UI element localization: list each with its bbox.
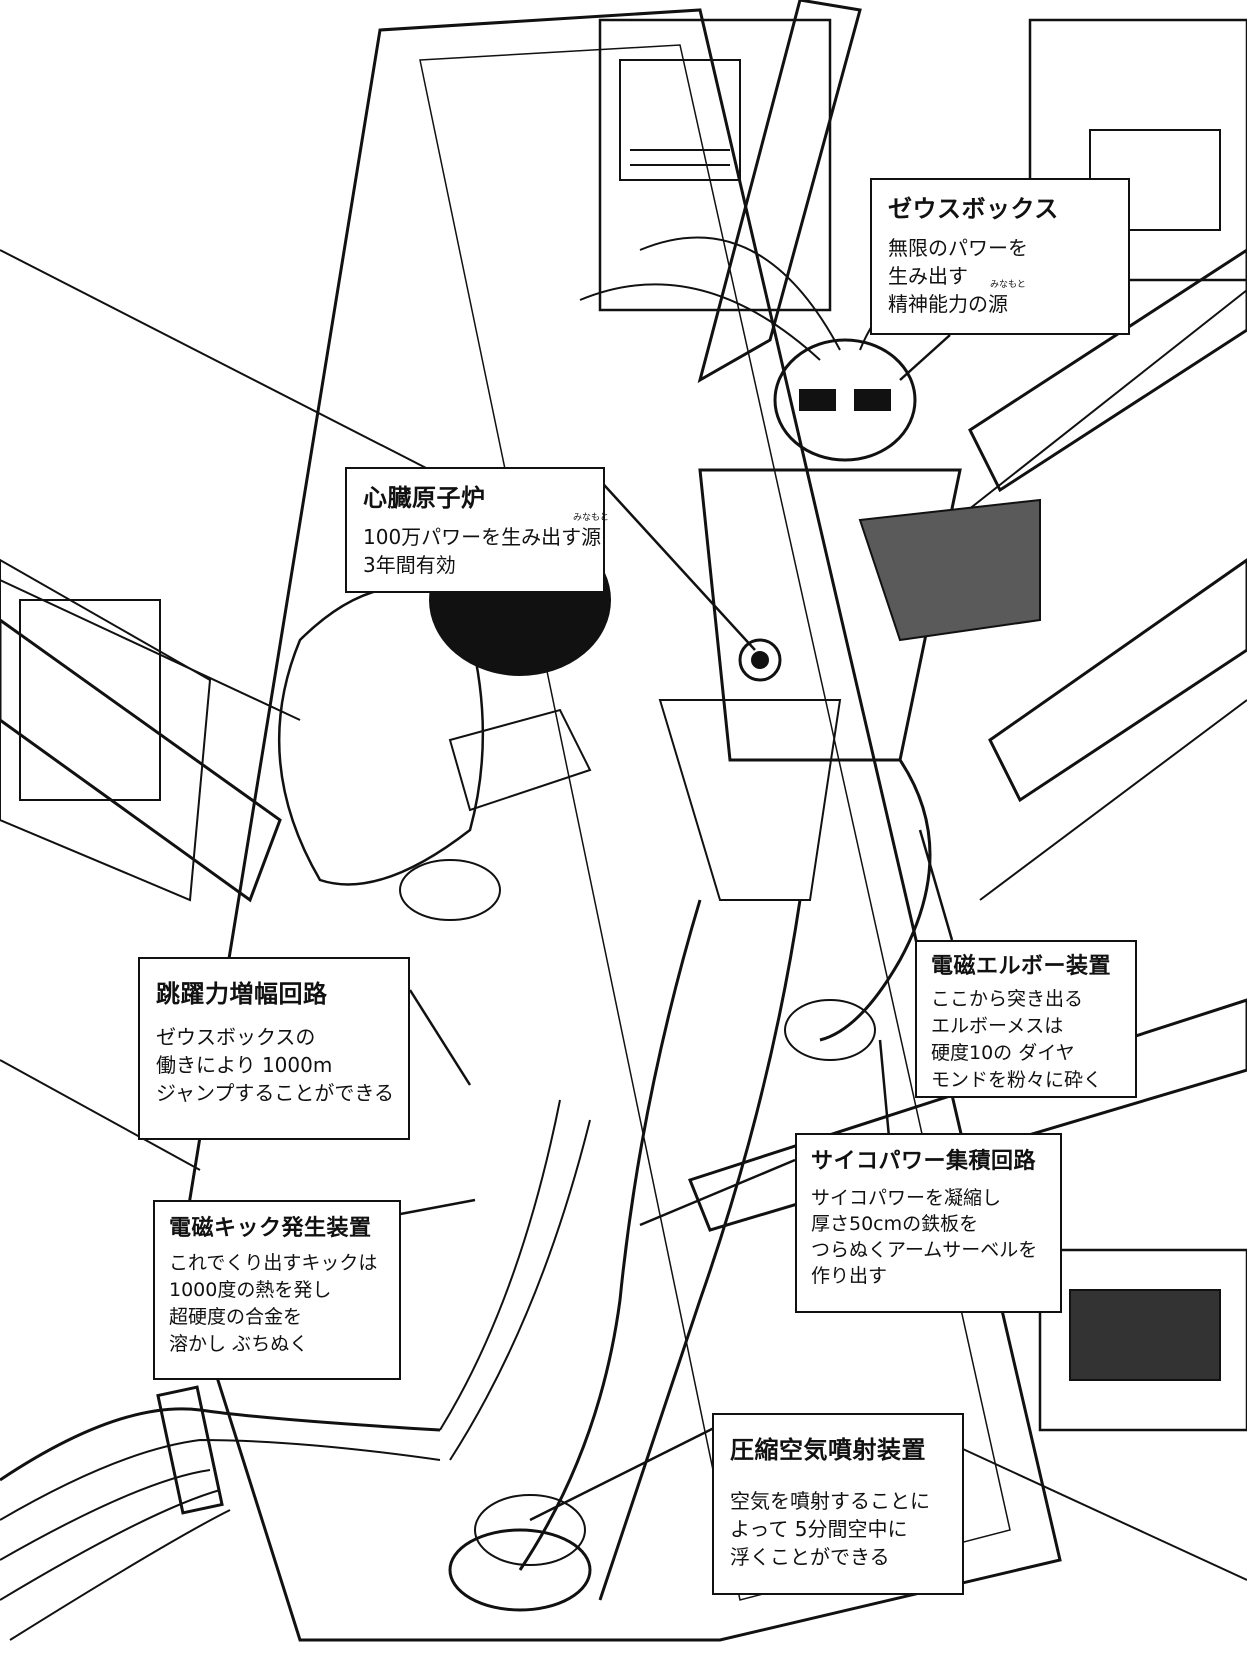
callout-line: 精神能力の源 [888,292,1008,316]
callout-line: 超硬度の合金を [169,1306,303,1328]
callout-line: 精神能力の源 みなもと [888,280,1112,318]
callout-line: ゼウスボックスの [156,1025,316,1049]
callout-line: 1000度の熱を発し [169,1279,332,1301]
callout-line: ジャンプすることができる [156,1081,394,1105]
callout-title: 心臓原子炉 [363,484,486,512]
callout-title: ゼウスボックス [888,195,1059,223]
callout-line: エルボーメスは [931,1015,1064,1037]
callout-title: 圧縮空気噴射装置 [730,1436,926,1464]
callout-psycho-power: サイコパワー集積回路 サイコパワーを凝縮し 厚さ50cmの鉄板を つらぬくアーム… [795,1133,1062,1313]
callout-em-elbow: 電磁エルボー装置 ここから突き出る エルボーメスは 硬度10の ダイヤ モンドを… [915,940,1137,1098]
callout-line: 空気を噴射することに [730,1489,930,1513]
callout-line: これでくり出すキックは [169,1252,378,1274]
callout-title: 電磁エルボー装置 [931,954,1112,979]
callout-heart-reactor: 心臓原子炉 100万パワーを生み出す源 みなもと 3年間有効 [345,467,609,593]
callout-line: よって 5分間空中に [730,1517,908,1541]
callout-line: 硬度10の ダイヤ [931,1042,1075,1064]
callout-line: 100万パワーを生み出す源 [363,525,602,549]
callout-line: サイコパワーを凝縮し [811,1187,1002,1209]
callout-line: 生み出す [888,264,968,288]
callout-line: 無限のパワーを [888,236,1028,260]
callout-jump-circuit: 跳躍力増幅回路 ゼウスボックスの 働きにより 1000m ジャンプすることができ… [138,957,410,1140]
furigana: みなもと [990,280,1026,290]
callout-line: 働きにより 1000m [156,1053,333,1077]
callout-zeus-box: ゼウスボックス 無限のパワーを 生み出す 精神能力の源 みなもと [870,178,1130,335]
callout-title: 電磁キック発生装置 [169,1216,372,1241]
callout-line: 3年間有効 [363,553,456,577]
callout-line: 厚さ50cmの鉄板を [811,1213,979,1235]
callout-line: 溶かし ぶちぬく [169,1333,309,1355]
callout-line: ここから突き出る [931,988,1084,1010]
callout-title: サイコパワー集積回路 [811,1149,1037,1174]
callout-line: つらぬくアームサーベルを [811,1239,1038,1261]
callout-line: モンドを粉々に砕く [931,1069,1103,1091]
callout-line: 作り出す [811,1265,888,1287]
callout-line: 浮くことができる [730,1545,890,1569]
callout-title: 跳躍力増幅回路 [156,980,328,1008]
callout-compressed-air: 圧縮空気噴射装置 空気を噴射することに よって 5分間空中に 浮くことができる [712,1413,964,1595]
furigana: みなもと [573,513,609,523]
callout-em-kick: 電磁キック発生装置 これでくり出すキックは 1000度の熱を発し 超硬度の合金を… [153,1200,401,1380]
callout-line: 100万パワーを生み出す源 みなもと [363,513,609,551]
